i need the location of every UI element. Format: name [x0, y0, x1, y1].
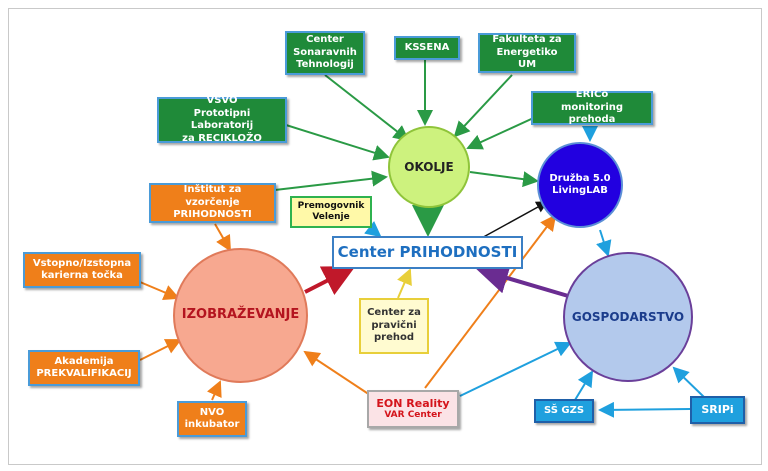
fe-line1: Fakulteta za — [492, 34, 562, 46]
node-premogovnik-velenje: Premogovnik Velenje — [290, 196, 372, 228]
sripi-label: SRIPi — [701, 403, 734, 417]
ssgzs-label: SŠ GZS — [543, 404, 585, 416]
node-center-prihodnosti: Center PRIHODNOSTI — [332, 236, 523, 269]
node-nvo-inkubator: NVO inkubator — [177, 401, 247, 437]
vsvo-line1: VŠVO — [206, 95, 238, 106]
link-izob-center — [304, 266, 356, 295]
akademija-line1: Akademija — [54, 355, 114, 367]
link-institut-izob — [214, 223, 231, 252]
vsvo-line2: Prototipni Laboratorij — [190, 107, 254, 132]
node-ss-gzs: SŠ GZS — [534, 399, 594, 423]
node-erico: ERICo monitoring prehoda — [531, 89, 653, 126]
akademija-line2: PREKVALIFIKACIJ — [36, 368, 132, 379]
pravicni-line1: Center za — [367, 307, 421, 319]
link-eon-gospodarstvo — [459, 341, 572, 397]
cst-line2: Sonaravnih — [293, 46, 357, 58]
link-ssgzs-gospodarstvo — [574, 370, 594, 401]
center-label: Center PRIHODNOSTI — [337, 243, 518, 262]
institut-line2: PRIHODNOSTI — [173, 209, 252, 221]
fe-line2: Energetiko UM — [496, 46, 558, 71]
node-institut-vzorcenje: Inštitut za vzorčenje PRIHODNOSTI — [149, 183, 276, 223]
link-eon-druzba — [424, 214, 557, 389]
hub-gospodarstvo: GOSPODARSTVO — [563, 252, 693, 382]
erico-line2: monitoring prehoda — [560, 101, 624, 126]
node-sripi: SRIPi — [690, 396, 745, 424]
gospodarstvo-label: GOSPODARSTVO — [571, 309, 685, 324]
link-fe-okolje — [453, 74, 513, 138]
link-nvo-izob — [207, 380, 222, 401]
link-sripi-ssgzs — [598, 401, 691, 418]
link-vsvo-okolje — [285, 124, 390, 161]
vsvo-line3: za RECIKLOŽO — [182, 132, 262, 144]
hub-okolje: OKOLJE — [388, 126, 470, 208]
premog-line2: Velenje — [312, 212, 350, 222]
link-cst-okolje — [324, 74, 410, 142]
link-gosp-center — [476, 262, 576, 300]
vstopno-line2: karierna točka — [41, 270, 123, 281]
link-sripi-gospodarstvo — [672, 366, 706, 399]
cst-line3: Tehnologij — [296, 59, 354, 71]
node-vstopno-izstopna: Vstopno/Izstopna karierna točka — [23, 252, 141, 288]
node-fakulteta-energetiko: Fakulteta za Energetiko UM — [478, 33, 576, 73]
node-center-sonaravnih-tehnologij: Center Sonaravnih Tehnologij — [285, 31, 365, 75]
link-druzba-gospodarstvo — [596, 229, 612, 257]
node-eon-reality: EON Reality VAR Center — [367, 390, 459, 428]
pravicni-line2: pravični — [371, 319, 417, 331]
node-center-pravicni-prehod: Center za pravični prehod — [359, 298, 429, 354]
link-erico-okolje — [466, 114, 541, 150]
nvo-line2: inkubator — [184, 419, 240, 430]
okolje-label: OKOLJE — [404, 159, 454, 174]
eon-line1: EON Reality — [376, 396, 450, 410]
link-akademija-izob — [139, 339, 182, 361]
node-akademija-prekvalifikacij: Akademija PREKVALIFIKACIJ — [28, 350, 140, 386]
link-institut-okolje — [274, 170, 388, 191]
node-kssena: KSSENA — [394, 36, 460, 60]
cst-line1: Center — [306, 34, 344, 46]
hub-izobrazevanje: IZOBRAŽEVANJE — [173, 248, 308, 383]
node-vsvo: VŠVO Prototipni Laboratorij za RECIKLOŽO — [157, 95, 287, 144]
druzba-line1: Družba 5.0 — [549, 172, 611, 184]
link-vstopno-izob — [139, 281, 180, 300]
link-eon-izob — [303, 350, 371, 396]
link-center-druzba — [477, 201, 549, 241]
izobrazevanje-label: IZOBRAŽEVANJE — [181, 307, 300, 323]
premog-line1: Premogovnik — [297, 200, 365, 211]
link-okolje-druzba — [469, 171, 539, 188]
institut-line1: Inštitut za vzorčenje — [183, 184, 242, 208]
nvo-line1: NVO — [199, 406, 225, 418]
kssena-label: KSSENA — [404, 41, 450, 53]
eon-line2: VAR Center — [384, 410, 442, 421]
hub-druzba: Družba 5.0 LivingLAB — [537, 142, 623, 228]
druzba-line2: LivingLAB — [552, 185, 608, 196]
erico-line1: ERICo — [575, 89, 609, 101]
link-premog-center — [364, 221, 382, 238]
pravicni-line3: prehod — [373, 332, 415, 344]
link-pravicni-center — [397, 268, 412, 299]
vstopno-line1: Vstopno/Izstopna — [32, 257, 132, 269]
